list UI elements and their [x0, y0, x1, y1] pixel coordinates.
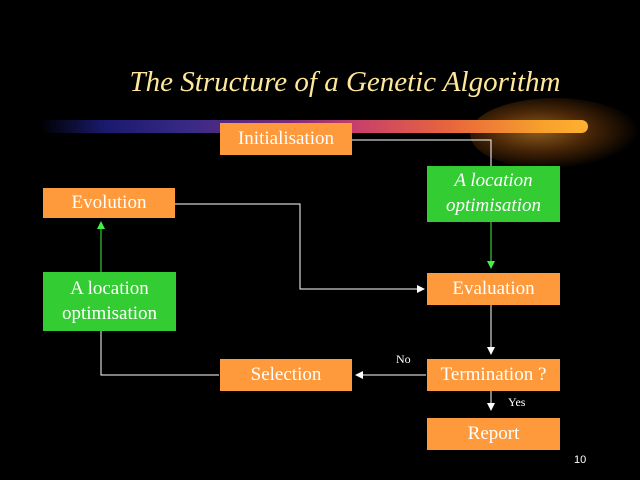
node-location-optimisation-left: A location optimisation [43, 272, 176, 331]
node-report: Report [427, 418, 560, 450]
node-location-optimisation-right: A location optimisation [427, 166, 560, 222]
node-evaluation: Evaluation [427, 273, 560, 305]
node-selection: Selection [220, 359, 352, 391]
edge-label-no: No [396, 352, 411, 366]
connector-initialisation-to-optimisation [352, 139, 492, 166]
connector-selection-to-optimisation [100, 331, 219, 376]
node-termination: Termination ? [427, 359, 560, 391]
node-initialisation: Initialisation [220, 123, 352, 155]
node-evolution: Evolution [43, 188, 175, 218]
decorative-glow [470, 98, 640, 170]
connector-evolution-to-evaluation [175, 203, 425, 293]
page-number: 10 [574, 454, 587, 466]
slide-title: The Structure of a Genetic Algorithm [129, 66, 561, 98]
edge-label-yes: Yes [508, 395, 526, 409]
